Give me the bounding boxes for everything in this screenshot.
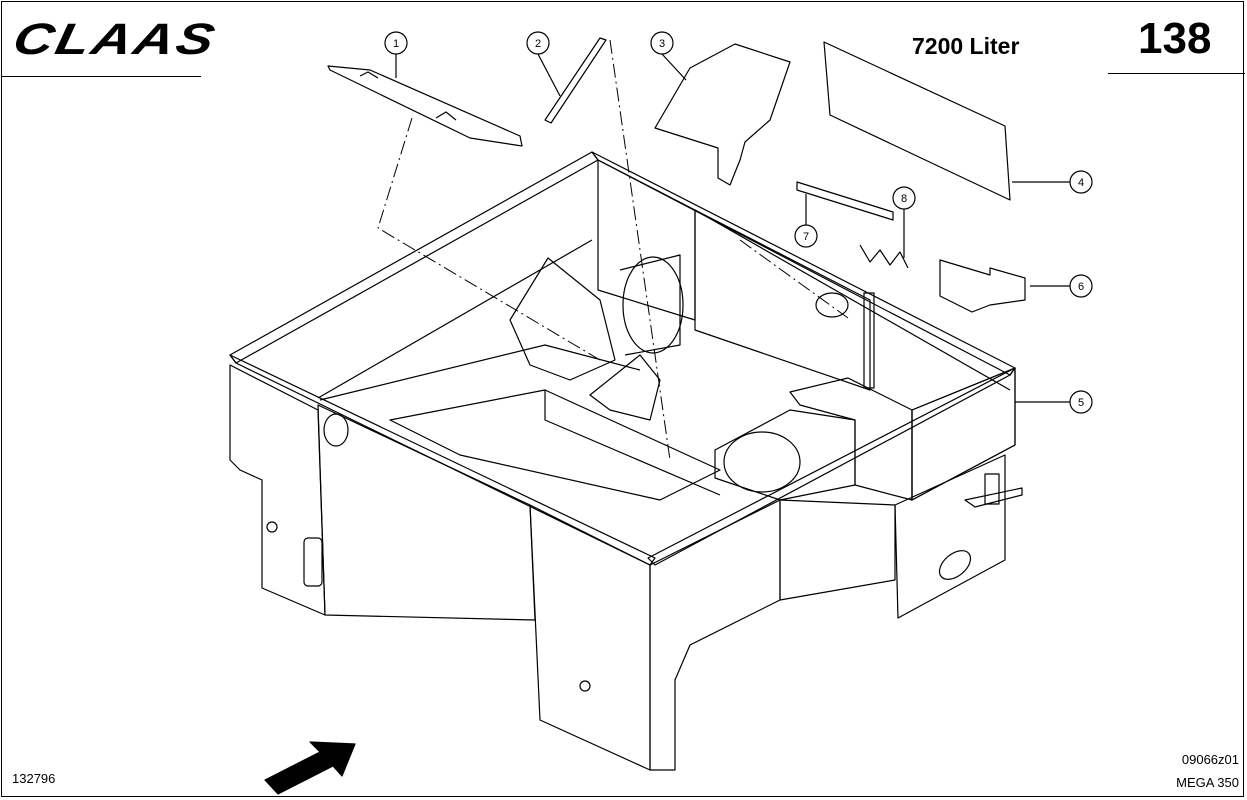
tank-front-panel [529, 504, 651, 771]
tank-hinge-plate [984, 473, 1000, 505]
filling-auger-lower-chute [589, 354, 661, 421]
callout-6: 6 [1030, 274, 1093, 298]
auger-end-cap [723, 431, 801, 493]
tank-front-left-rim [229, 354, 656, 566]
callout-8-circle [892, 186, 916, 210]
leader-part-8 [739, 239, 849, 319]
tank-floor-line-1 [544, 390, 721, 496]
distribution-drum-body [619, 254, 681, 356]
exploded-parts [327, 37, 1026, 501]
front-panel-bolt-mount [579, 680, 591, 692]
tank-pipe-clamp [815, 292, 849, 318]
left-wall-sight-window [303, 537, 323, 587]
document-number: 132796 [12, 771, 56, 786]
right-wall-inspection-hole [938, 550, 972, 580]
callout-6-circle [1069, 274, 1093, 298]
header-rule-right [1108, 73, 1245, 74]
callout-2: 2 [526, 31, 561, 97]
part-6-bracket [939, 259, 1026, 313]
tank-left-upper-rim [229, 151, 599, 364]
filling-auger-chute [509, 257, 616, 381]
callout-5: 5 [1015, 390, 1093, 414]
leader-part-1 [377, 117, 601, 361]
tank-front-right-panel [649, 499, 781, 771]
callout-3-label: 3 [659, 38, 665, 50]
callout-2-label: 2 [535, 38, 541, 50]
tank-floor-trough [389, 389, 721, 501]
assembly-leader-lines [377, 39, 849, 461]
leader-part-2 [609, 39, 671, 461]
callout-2-circle [526, 31, 550, 55]
tank-right-mid-wall [779, 499, 896, 601]
callout-3-circle [650, 31, 674, 55]
tank-right-lower-box [894, 454, 1006, 619]
tank-inner-edge-left [317, 239, 593, 399]
drawing-code: 09066z01 [1181, 752, 1239, 767]
tank-front-left-wall [317, 404, 536, 621]
left-wall-port [323, 413, 349, 447]
callout-6-label: 6 [1078, 281, 1084, 293]
callout-7-circle [794, 224, 818, 248]
callout-4-label: 4 [1078, 177, 1084, 189]
unloading-box [714, 409, 856, 501]
callout-3-leader [661, 53, 687, 81]
callout-7: 7 [794, 194, 818, 248]
callout-5-label: 5 [1078, 397, 1084, 409]
callout-balloons: 1 2 3 4 5 6 7 [384, 31, 1093, 414]
callout-8: 8 [892, 186, 916, 258]
tank-floor-line-2 [319, 344, 641, 401]
callout-8-label: 8 [901, 193, 907, 205]
distribution-drum [622, 256, 684, 354]
callout-3: 3 [650, 31, 687, 81]
part-1-cover-plate [327, 65, 523, 147]
callout-4: 4 [1012, 170, 1093, 194]
page-number: 138 [1138, 14, 1212, 63]
grain-tank-body [229, 151, 1023, 771]
callout-4-circle [1069, 170, 1093, 194]
machine-model: MEGA 350 [1176, 775, 1239, 790]
callout-7-label: 7 [803, 231, 809, 243]
part-8-spring-clip [859, 244, 909, 269]
travel-direction-arrow [264, 741, 356, 795]
tank-volume-title: 7200 Liter [912, 33, 1020, 59]
part-4-panel [823, 41, 1011, 201]
part-2-rail [544, 37, 607, 124]
tank-right-rim [647, 367, 1016, 566]
part-1-clips [359, 71, 457, 121]
tank-inner-edge-back [694, 209, 1011, 391]
callout-1-label: 1 [393, 38, 399, 50]
auger-housing [789, 377, 913, 501]
tank-back-post [863, 292, 875, 389]
part-7-strip [796, 181, 894, 221]
tank-back-right-inner-wall [694, 209, 871, 391]
tank-left-wall [229, 364, 326, 616]
callout-1: 1 [384, 31, 408, 78]
left-wall-bolt-mount [266, 521, 278, 533]
tank-hinge-bracket [964, 487, 1023, 508]
callout-2-leader [537, 53, 561, 97]
part-3-deflector [654, 43, 791, 186]
part-5-side-wall [911, 367, 1016, 501]
header-rule-left [1, 76, 201, 77]
callout-1-circle [384, 31, 408, 55]
callout-5-circle [1069, 390, 1093, 414]
